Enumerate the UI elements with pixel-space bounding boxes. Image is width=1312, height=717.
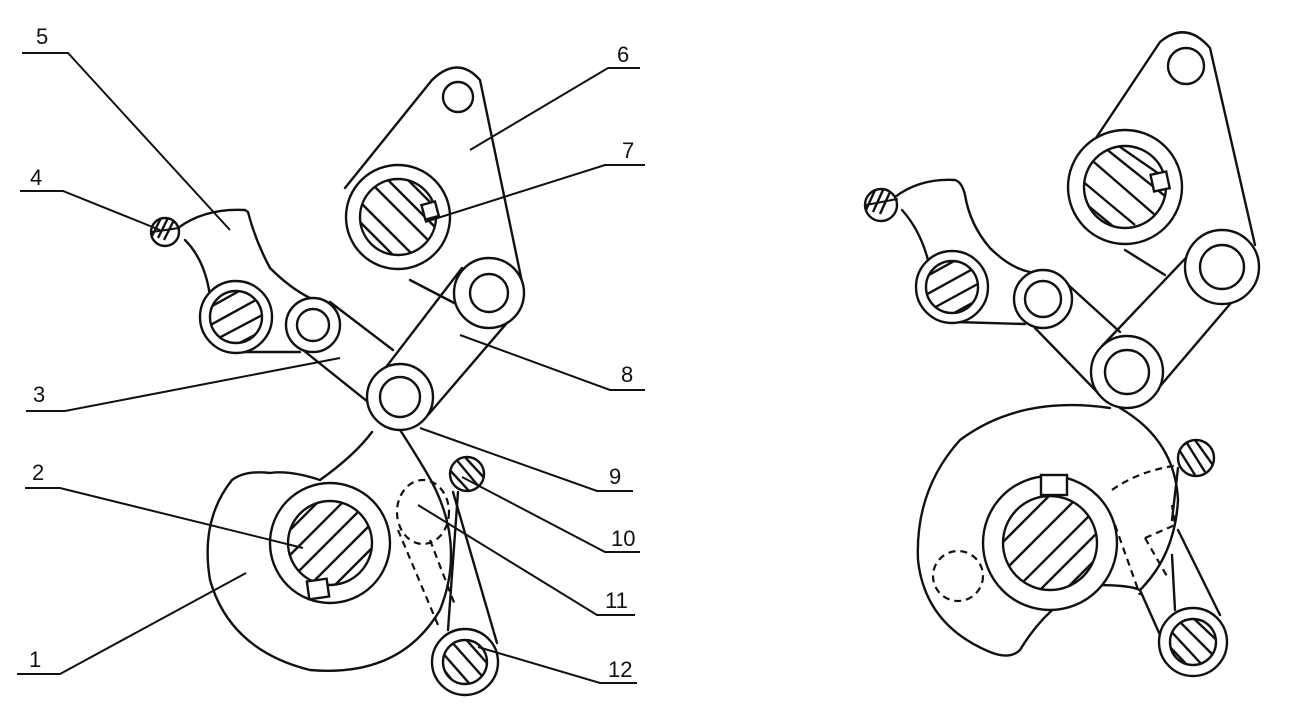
part-7-hub bbox=[344, 163, 452, 271]
cam-right bbox=[916, 403, 1180, 657]
part-11-rocker bbox=[395, 478, 457, 626]
leader-4 bbox=[20, 190, 161, 231]
label-8: 8 bbox=[621, 362, 633, 387]
link-3-right bbox=[1033, 280, 1122, 397]
leader-1 bbox=[17, 572, 247, 675]
label-12: 12 bbox=[608, 657, 632, 682]
leader-8 bbox=[459, 334, 645, 391]
part-3-link bbox=[301, 300, 395, 412]
hub-right bbox=[1066, 128, 1184, 246]
part-1-cam bbox=[206, 428, 453, 672]
leader-6 bbox=[469, 67, 640, 151]
leaders-left-view: 5 4 3 2 1 6 7 8 9 10 11 12 bbox=[17, 24, 645, 684]
label-6: 6 bbox=[617, 42, 629, 67]
label-1: 1 bbox=[29, 647, 41, 672]
hidden-rocker-right bbox=[931, 463, 1181, 603]
label-2: 2 bbox=[32, 460, 44, 485]
joint-right bbox=[1089, 334, 1165, 410]
leader-11 bbox=[417, 504, 635, 616]
label-9: 9 bbox=[609, 464, 621, 489]
label-4: 4 bbox=[30, 165, 42, 190]
label-7: 7 bbox=[622, 138, 634, 163]
label-10: 10 bbox=[611, 526, 635, 551]
left-view: 5 4 3 2 1 6 7 8 9 10 11 12 bbox=[17, 24, 645, 697]
leader-7 bbox=[424, 164, 645, 223]
part-9-joint bbox=[365, 362, 435, 432]
link-8-right bbox=[1101, 228, 1261, 400]
plate-right bbox=[1086, 31, 1257, 277]
part-2-shaft bbox=[268, 481, 392, 605]
part-6-plate bbox=[343, 66, 524, 307]
arm-12-right bbox=[1138, 466, 1222, 637]
leader-2 bbox=[25, 487, 304, 549]
part-8-link bbox=[378, 256, 526, 417]
leader-10 bbox=[461, 476, 640, 553]
leader-3 bbox=[26, 357, 341, 412]
leader-9 bbox=[419, 427, 633, 492]
part-10-roller bbox=[448, 455, 486, 493]
label-5: 5 bbox=[36, 24, 48, 49]
roller-10-right bbox=[1176, 438, 1216, 478]
roller-4-right bbox=[863, 187, 899, 223]
shaft-2-right bbox=[981, 473, 1119, 612]
label-11: 11 bbox=[605, 588, 628, 613]
part-12-arm bbox=[446, 490, 499, 645]
label-3: 3 bbox=[33, 382, 45, 407]
leader-5 bbox=[22, 52, 231, 231]
part-12-shaft bbox=[430, 627, 500, 697]
lever-shaft-right bbox=[914, 249, 1074, 330]
shaft-12-right bbox=[1157, 606, 1229, 678]
leader-12 bbox=[477, 646, 637, 684]
lever-right bbox=[893, 178, 1032, 326]
part-4-roller bbox=[149, 216, 181, 248]
right-view bbox=[863, 31, 1261, 678]
lever-shaft bbox=[198, 279, 342, 355]
